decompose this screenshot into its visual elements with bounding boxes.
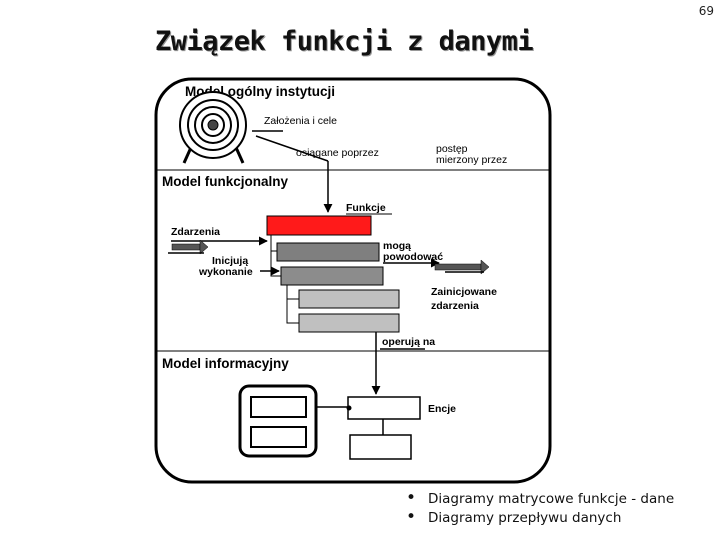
may-cause-label: powodować (383, 251, 443, 263)
functions-label: Funkcje (346, 202, 386, 214)
initiated-event-tip (480, 259, 490, 275)
goals-label: Założenia i cele (264, 115, 337, 127)
function-box (276, 242, 380, 262)
achieved-label: osiągane poprzez (296, 147, 379, 159)
function-box (298, 313, 400, 333)
event-arrow-tip (199, 239, 209, 255)
connector-line (255, 135, 329, 162)
page-number: 69 (698, 4, 714, 18)
target-icon (179, 91, 247, 164)
function-box (298, 289, 400, 309)
event-arrow-block (171, 243, 201, 251)
bullet-list: Diagramy matrycowe funkcje - dane Diagra… (406, 489, 674, 528)
section-functional-model: Model funkcjonalny (162, 174, 289, 189)
operate-on-label: operują na (382, 336, 435, 348)
events-label: Zdarzenia (171, 226, 220, 238)
entity-box (250, 426, 307, 448)
slide-title: Związek funkcji z danymi (155, 26, 534, 57)
relation-dot (346, 405, 352, 411)
entity-box (250, 396, 307, 418)
bullet-item: Diagramy matrycowe funkcje - dane (406, 489, 674, 509)
entities-label: Encje (428, 403, 456, 415)
entity-box (349, 434, 412, 460)
may-cause-label: mogą (383, 240, 411, 252)
hierarchy-connector (270, 251, 281, 277)
initiated-events-label: Zainicjowane (431, 286, 497, 298)
hierarchy-connector (286, 299, 299, 324)
section-informational-model: Model informacyjny (162, 356, 289, 371)
initiate-label: Inicjują (212, 255, 248, 267)
progress-label: mierzony przez (436, 154, 507, 166)
function-box (280, 266, 384, 286)
initiated-events-label: zdarzenia (431, 300, 479, 312)
progress-label: postęp (436, 143, 468, 155)
initiate-label: wykonanie (198, 266, 253, 278)
bullet-item: Diagramy przepływu danych (406, 508, 674, 528)
function-box-primary (266, 215, 372, 236)
entity-box (347, 396, 421, 420)
initiated-event-block (434, 263, 482, 271)
